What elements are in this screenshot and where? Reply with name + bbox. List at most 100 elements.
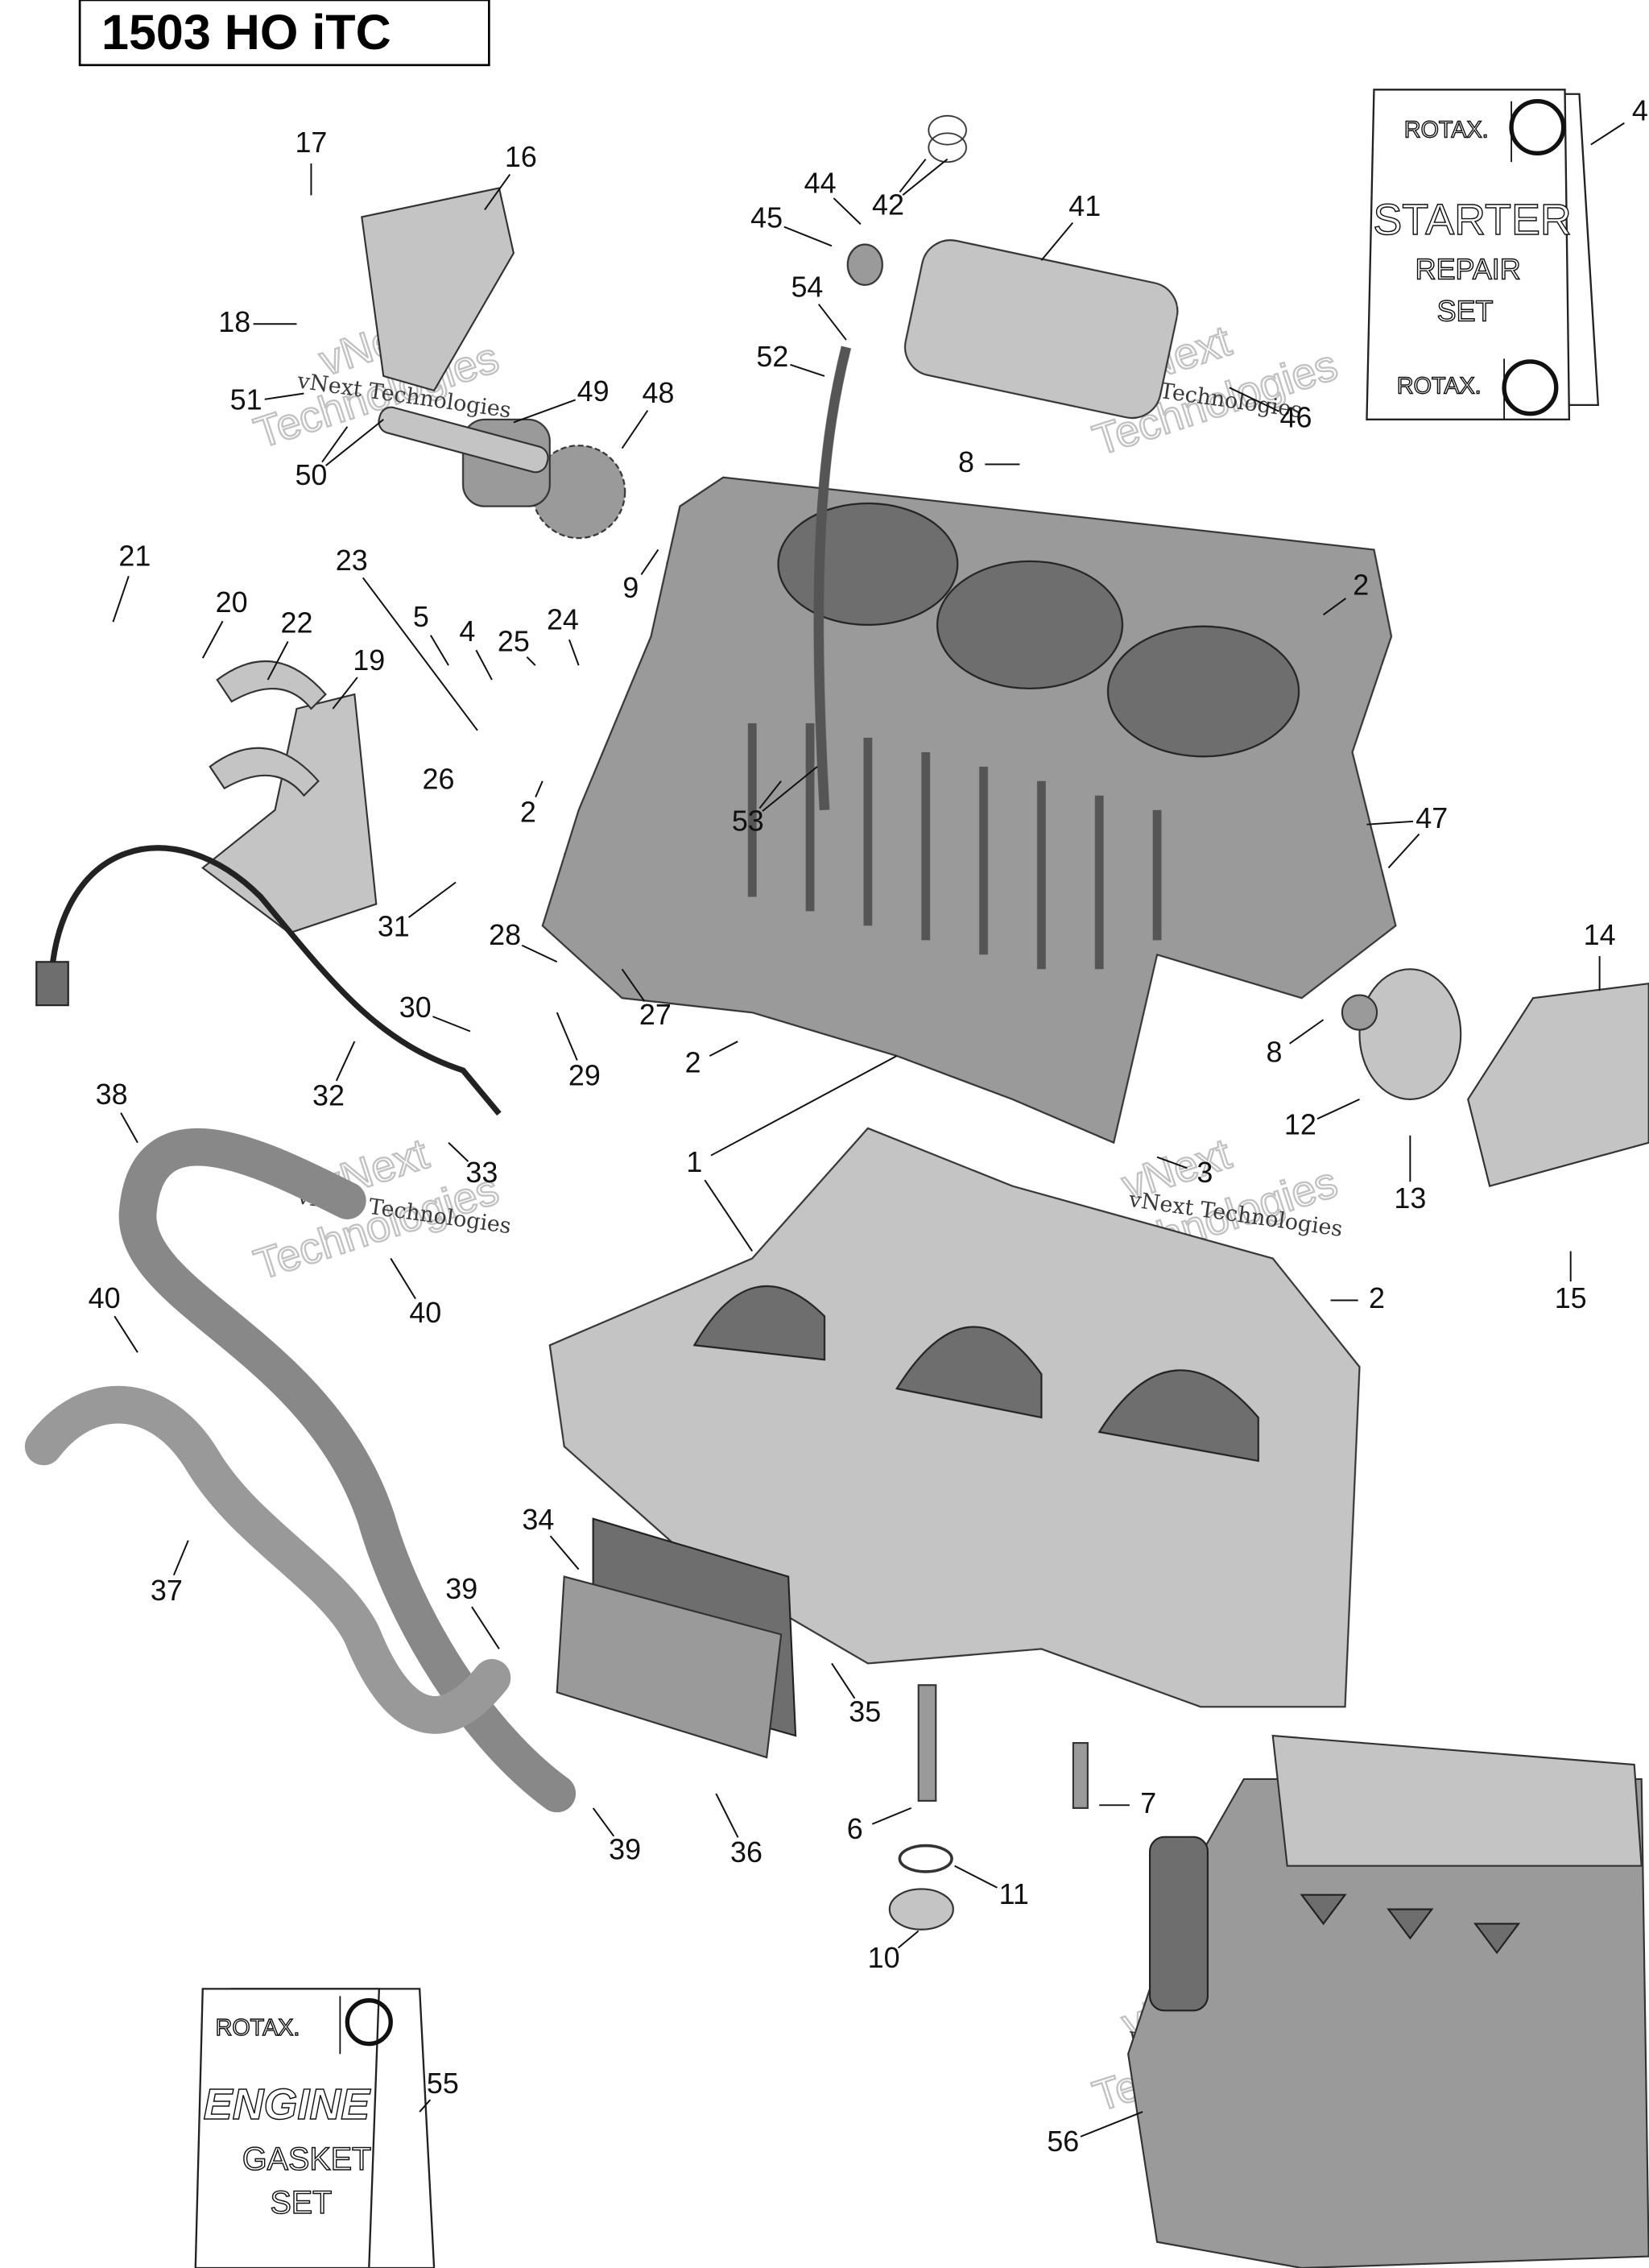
leader-line: [475, 649, 493, 681]
callout-number: 20: [216, 586, 248, 619]
callout-number: 16: [505, 140, 537, 173]
callout-8: 8: [1267, 1019, 1325, 1069]
callout-39: 39: [445, 1572, 500, 1649]
callout-39: 39: [592, 1807, 641, 1865]
callout-number: 15: [1555, 1281, 1587, 1314]
leader-line: [1323, 598, 1347, 616]
callout-56: 56: [1047, 2111, 1143, 2158]
callout-31: 31: [378, 881, 457, 942]
callout-47: 47: [1366, 801, 1448, 869]
callout-19: 19: [332, 644, 385, 710]
leader-line: [1229, 387, 1279, 412]
leader-line: [513, 399, 577, 424]
leader-line: [709, 1041, 738, 1057]
oil-cooler: [556, 1517, 797, 1759]
leader-line: [521, 944, 558, 963]
callout-number: 8: [1267, 1036, 1283, 1069]
callout-number: 38: [96, 1078, 128, 1111]
callout-13: 13: [1394, 1135, 1426, 1215]
mounting-bracket: [200, 693, 378, 934]
callout-29: 29: [556, 1012, 601, 1091]
callout-28: 28: [489, 918, 558, 963]
callout-41: 41: [1040, 189, 1101, 261]
callout-11: 11: [954, 1864, 1029, 1910]
callout-50: 50: [295, 419, 384, 491]
callout-number: 1: [686, 1145, 702, 1178]
callout-37: 37: [151, 1540, 189, 1607]
leader-line: [710, 1055, 898, 1157]
leader-line: [621, 410, 649, 449]
callout-34: 34: [522, 1503, 580, 1571]
callout-12: 12: [1284, 1099, 1360, 1141]
callout-number: 22: [281, 606, 313, 639]
callout-number: 51: [230, 383, 262, 416]
callout-number: 27: [639, 998, 672, 1031]
callout-54: 54: [791, 271, 847, 341]
leader-line: [332, 677, 358, 710]
callout-number: 55: [427, 2067, 459, 2100]
callout-38: 38: [96, 1078, 138, 1144]
callout-27: 27: [621, 968, 672, 1031]
kit-line1: STARTER: [1373, 196, 1571, 244]
callout-number: 25: [498, 625, 530, 658]
leader-line: [758, 780, 782, 809]
leader-line: [535, 780, 543, 798]
callout-number: 49: [577, 375, 610, 408]
callout-44: 44: [804, 166, 862, 226]
leader-line: [1366, 820, 1414, 826]
callout-7: 7: [1099, 1786, 1156, 1819]
callout-3: 3: [1156, 1156, 1213, 1189]
leader-line: [549, 1535, 580, 1571]
callout-number: 9: [622, 571, 639, 604]
callout-49: 49: [513, 375, 610, 424]
leader-line: [120, 1112, 138, 1144]
callout-number: 23: [336, 544, 368, 577]
callout-10: 10: [868, 1930, 920, 1974]
callout-25: 25: [498, 625, 536, 666]
callout-number: 2: [1369, 1281, 1385, 1314]
callout-number: 30: [399, 991, 432, 1024]
callout-number: 18: [218, 305, 250, 338]
callout-36: 36: [715, 1793, 763, 1869]
callout-5: 5: [413, 600, 449, 666]
callout-33: 33: [448, 1142, 498, 1189]
callout-2: 2: [520, 780, 543, 829]
leader-line: [335, 1041, 356, 1082]
leader-line: [112, 576, 130, 623]
callout-number: 8: [958, 445, 974, 478]
callout-number: 6: [847, 1812, 863, 1845]
callout-number: 44: [804, 166, 837, 199]
callout-number: 36: [730, 1836, 763, 1869]
leader-line: [1289, 1019, 1325, 1045]
callout-number: 21: [118, 540, 151, 573]
leader-line: [831, 1662, 856, 1699]
leader-line: [201, 620, 224, 659]
callout-16: 16: [484, 140, 537, 210]
leader-line: [362, 577, 478, 731]
callout-number: 7: [1140, 1786, 1156, 1819]
callout-number: 34: [522, 1503, 554, 1536]
bolts: [888, 1684, 1089, 1931]
cover: [1358, 968, 1462, 1100]
callout-30: 30: [399, 991, 471, 1033]
callout-number: 50: [295, 458, 327, 491]
leader-line: [902, 158, 948, 196]
kit-line3: SET: [1437, 295, 1494, 328]
leader-line: [321, 426, 349, 463]
callout-2: 2: [685, 1041, 738, 1078]
callout-number: 2: [1353, 569, 1369, 602]
leader-line: [817, 304, 847, 341]
callout-2: 2: [1323, 569, 1369, 616]
callout-number: 31: [378, 909, 410, 942]
leader-line: [715, 1793, 739, 1838]
leader-line: [592, 1807, 615, 1837]
callout-number: 10: [868, 1941, 900, 1974]
hose-37: [24, 1385, 511, 1734]
leader-line: [871, 1807, 912, 1825]
leader-line: [899, 158, 927, 193]
leader-line: [1387, 833, 1420, 869]
leader-line: [640, 548, 659, 575]
